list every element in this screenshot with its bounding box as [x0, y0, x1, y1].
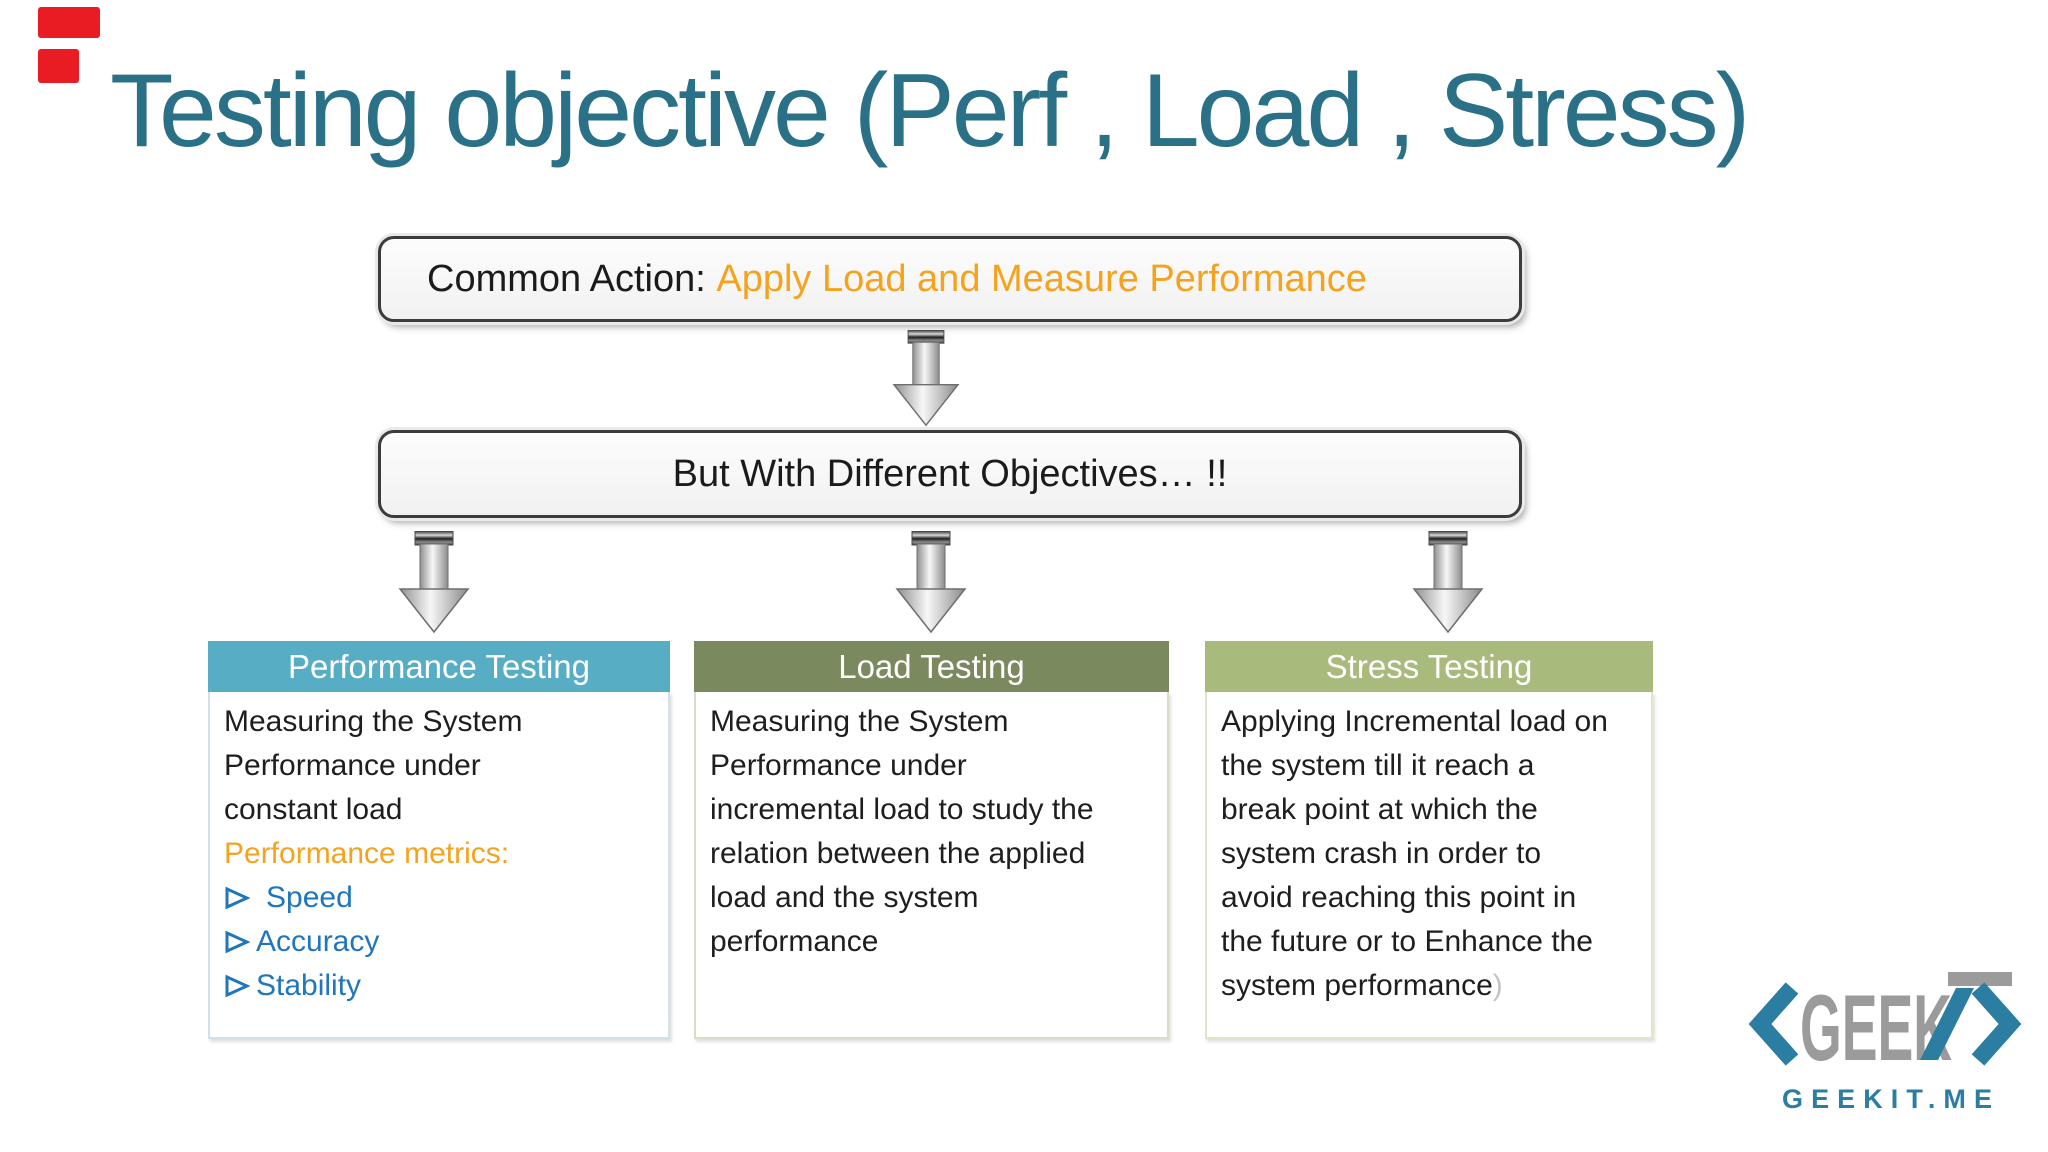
body-line: performance: [710, 925, 879, 958]
arrowhead-bullet-icon: [225, 886, 250, 910]
body-line: Performance under: [224, 749, 481, 782]
logo-site-text: GEEKIT.ME: [1782, 1084, 2000, 1114]
body-line: the future or to Enhance the: [1221, 925, 1593, 958]
body-line: constant load: [224, 793, 403, 826]
page-title: Testing objective (Perf , Load , Stress): [110, 53, 1750, 169]
bullet-label: Stability: [256, 969, 362, 1002]
body-line: Applying Incremental load on: [1221, 705, 1608, 738]
body-line: system crash in order to: [1221, 837, 1542, 870]
objectives-box: But With Different Objectives… !!: [378, 430, 1522, 518]
bullet-item: Accuracy: [224, 920, 655, 964]
red-recording-mark: [38, 7, 100, 38]
body-line: Performance under: [710, 749, 967, 782]
red-recording-mark: [38, 49, 79, 83]
objectives-text: But With Different Objectives… !!: [672, 452, 1228, 495]
common-action-box: Common Action: Apply Load and Measure Pe…: [378, 236, 1522, 322]
body-line: system performance): [1221, 969, 1503, 1002]
body-line: load and the system: [710, 881, 979, 914]
body-line: avoid reaching this point in: [1221, 881, 1577, 914]
down-arrow-icon: [392, 531, 476, 635]
stress-testing-header: Stress Testing: [1205, 641, 1653, 692]
bullet-item: Stability: [224, 964, 655, 1008]
down-arrow-icon: [889, 531, 973, 635]
body-line: relation between the applied: [710, 837, 1086, 870]
performance-testing-header: Performance Testing: [208, 641, 670, 692]
body-lines: Applying Incremental load on the system t…: [1221, 700, 1638, 1008]
body-line: the system till it reach a: [1221, 749, 1535, 782]
bullet-label: Speed: [266, 881, 353, 914]
body-line: break point at which the: [1221, 793, 1538, 826]
logo-it-mark: [1920, 972, 2022, 1066]
bullet-label: Accuracy: [256, 925, 380, 958]
arrowhead-bullet-icon: [225, 930, 250, 954]
performance-testing-column: Performance Testing Measuring the System…: [208, 641, 670, 1039]
faint-paren: ): [1492, 969, 1503, 1002]
load-testing-header: Load Testing: [694, 641, 1169, 692]
arrowhead-bullet-icon: [225, 974, 250, 998]
down-arrow-icon: [884, 330, 968, 428]
stress-testing-column: Stress Testing Applying Incremental load…: [1205, 641, 1653, 1039]
geekit-logo: GEEK GEEKIT.ME: [1748, 972, 2022, 1114]
stress-testing-body: Applying Incremental load on the system t…: [1205, 692, 1653, 1039]
down-arrow-icon: [1406, 531, 1490, 635]
logo-word-geek: GEEK: [1800, 975, 1952, 1080]
bullet-item: Speed: [224, 876, 655, 920]
body-line: Measuring the System: [224, 705, 523, 738]
body-line: Measuring the System: [710, 705, 1009, 738]
common-action-highlight: Apply Load and Measure Performance: [716, 257, 1367, 300]
logo-left-chevron-icon: [1748, 982, 1799, 1066]
body-line: incremental load to study the: [710, 793, 1094, 826]
common-action-prefix: Common Action:: [427, 257, 717, 300]
performance-metrics-label: Performance metrics:: [224, 837, 510, 870]
